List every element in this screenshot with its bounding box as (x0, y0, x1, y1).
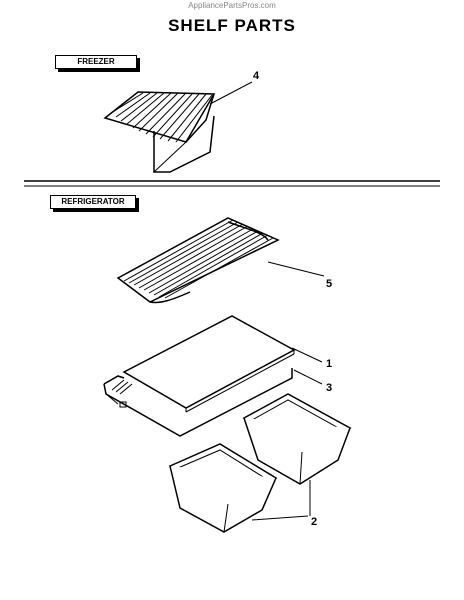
callout-crisper-cover-frame: 3 (326, 382, 333, 394)
refrigerator-section-label: REFRIGERATOR (50, 195, 136, 209)
freezer-wire-shelf (103, 91, 216, 173)
callout-freezer-shelf: 4 (253, 70, 260, 82)
callout-refrigerator-shelf: 5 (326, 278, 333, 290)
glass-shelf (122, 315, 296, 413)
freezer-section-label: FREEZER (55, 55, 137, 69)
crisper-drawer-back (242, 393, 352, 485)
section-divider (24, 180, 440, 187)
leader-lines (209, 81, 325, 521)
callout-glass-shelf: 1 (326, 358, 333, 370)
freezer-shelf-wires (110, 92, 213, 143)
refrigerator-shelf-wires (123, 219, 274, 299)
watermark: AppliancePartsPros.com (188, 1, 276, 10)
crisper-cover-frame (103, 368, 293, 437)
callout-crisper-drawers: 2 (311, 516, 318, 528)
page-title: SHELF PARTS (168, 16, 296, 35)
crisper-drawer-front (168, 443, 278, 533)
refrigerator-wire-shelf (116, 217, 280, 304)
